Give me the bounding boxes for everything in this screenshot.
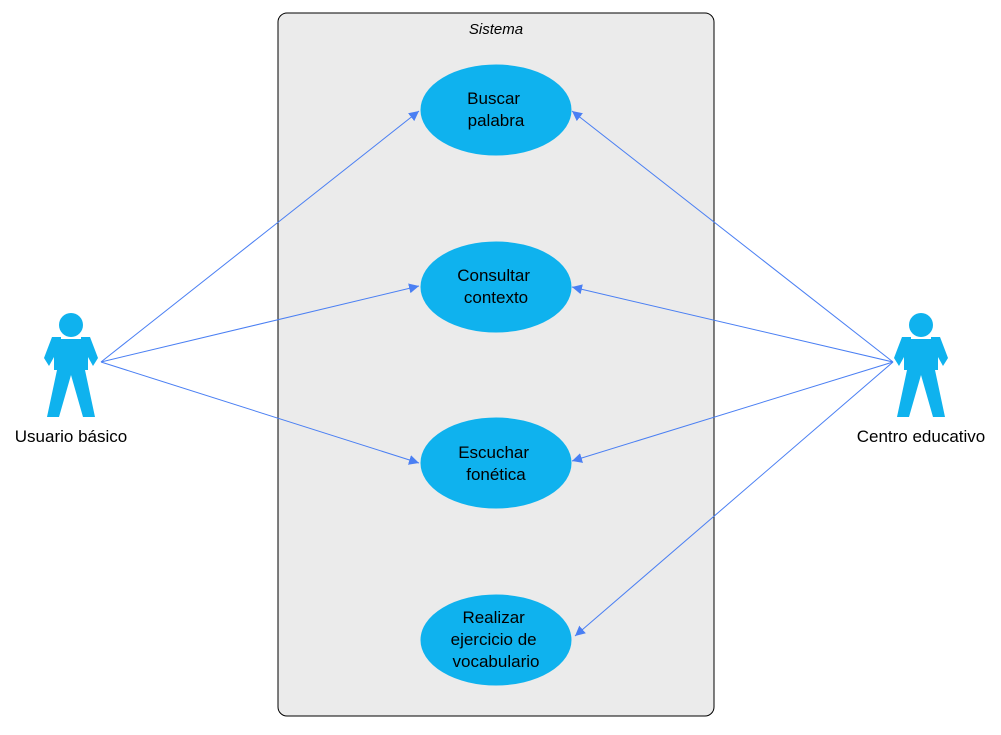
use-case-buscar-line-1: Buscar — [467, 89, 520, 108]
use-case-consultar-line-1: Consultar — [457, 266, 530, 285]
association-usuario-escuchar — [100, 361, 420, 465]
association-centro-buscar — [571, 110, 894, 363]
association-centro-realizar — [574, 361, 894, 637]
use-case-buscar-ellipse — [420, 64, 572, 156]
use-case-realizar-line-1: Realizar — [462, 608, 525, 627]
use-case-consultar-label: Consultar contexto — [457, 266, 535, 307]
actor-usuario-label: Usuario básico — [15, 427, 127, 446]
use-case-escuchar-line-1: Escuchar — [458, 443, 529, 462]
system-box — [277, 12, 715, 717]
use-case-buscar-line-2: palabra — [468, 111, 525, 130]
use-case-realizar[interactable]: Realizar ejercicio de vocabulario — [420, 594, 572, 686]
association-usuario-buscar — [100, 110, 420, 363]
use-case-realizar-line-2: ejercicio de — [451, 630, 537, 649]
actor-icon — [44, 313, 98, 417]
use-case-buscar[interactable]: Buscar palabra — [420, 64, 572, 156]
actor-icon — [894, 313, 948, 417]
use-case-realizar-ellipse — [420, 594, 572, 686]
system-title: Sistema — [469, 21, 523, 38]
system-boundary: Sistema — [277, 12, 715, 717]
use-case-realizar-label: Realizar ejercicio de vocabulario — [451, 608, 542, 671]
actor-centro-educativo[interactable]: Centro educativo — [857, 313, 986, 446]
associations — [100, 110, 894, 637]
use-case-escuchar-ellipse — [420, 417, 572, 509]
association-centro-escuchar — [571, 361, 894, 463]
use-case-escuchar-line-2: fonética — [466, 465, 526, 484]
use-case-realizar-line-3: vocabulario — [453, 652, 540, 671]
use-case-escuchar[interactable]: Escuchar fonética — [420, 417, 572, 509]
use-case-buscar-label: Buscar palabra — [467, 89, 525, 130]
use-case-consultar-ellipse — [420, 241, 572, 333]
association-centro-consultar — [571, 284, 894, 363]
actor-usuario-basico[interactable]: Usuario básico — [15, 313, 127, 446]
use-case-escuchar-label: Escuchar fonética — [458, 443, 534, 484]
use-case-consultar-line-2: contexto — [464, 288, 528, 307]
actor-centro-label: Centro educativo — [857, 427, 986, 446]
use-case-consultar[interactable]: Consultar contexto — [420, 241, 572, 333]
association-usuario-consultar — [100, 283, 420, 363]
